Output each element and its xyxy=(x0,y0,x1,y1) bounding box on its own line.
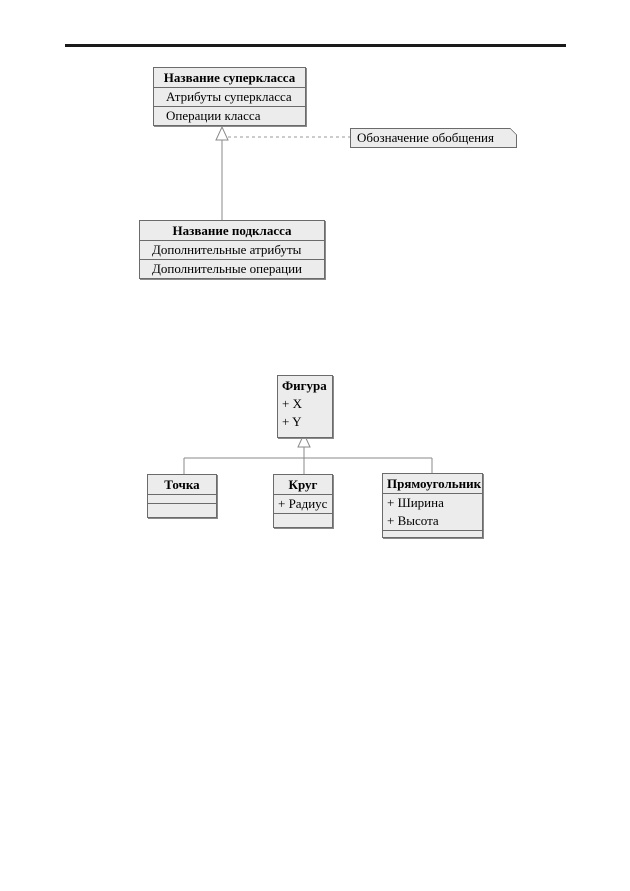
superclass-attributes: Атрибуты суперкласса xyxy=(154,88,305,107)
figure-class-box[interactable]: Фигура + X + Y xyxy=(277,375,333,438)
figure-attr-y: + Y xyxy=(282,414,302,429)
subclass-name: Название подкласса xyxy=(140,221,324,241)
subclass-attributes: Дополнительные атрибуты xyxy=(140,241,324,260)
point-operations-empty xyxy=(148,504,216,517)
subclass-operations: Дополнительные операции xyxy=(152,261,303,276)
generalization-note[interactable]: Обозначение обобщения xyxy=(350,128,517,148)
rectangle-attr-width: + Ширина xyxy=(387,495,444,510)
point-class-box[interactable]: Точка xyxy=(147,474,217,518)
point-class-name: Точка xyxy=(148,475,216,495)
superclass-box[interactable]: Название суперкласса Атрибуты суперкласс… xyxy=(153,67,306,126)
subclass-box[interactable]: Название подкласса Дополнительные атрибу… xyxy=(139,220,325,279)
rectangle-attr-height: + Высота xyxy=(383,512,482,531)
rectangle-class-box[interactable]: Прямоугольник + Ширина + Высота xyxy=(382,473,483,538)
rectangle-class-name: Прямоугольник xyxy=(383,474,482,494)
note-text: Обозначение обобщения xyxy=(357,130,494,145)
circle-class-name: Круг xyxy=(274,475,332,495)
rectangle-operations-empty xyxy=(383,531,482,537)
figure-attr-x: + X xyxy=(282,396,302,411)
circle-class-box[interactable]: Круг + Радиус xyxy=(273,474,333,528)
note-fold-corner xyxy=(510,128,517,135)
circle-operations-empty xyxy=(274,514,332,527)
page-header-rule xyxy=(65,44,566,47)
superclass-operations: Операции класса xyxy=(166,108,261,123)
superclass-name: Название суперкласса xyxy=(154,68,305,88)
circle-attr-radius: + Радиус xyxy=(274,495,332,514)
generalization-arrowhead xyxy=(215,125,229,141)
figure-class-name: Фигура xyxy=(282,378,327,393)
point-attributes-empty xyxy=(148,495,216,504)
